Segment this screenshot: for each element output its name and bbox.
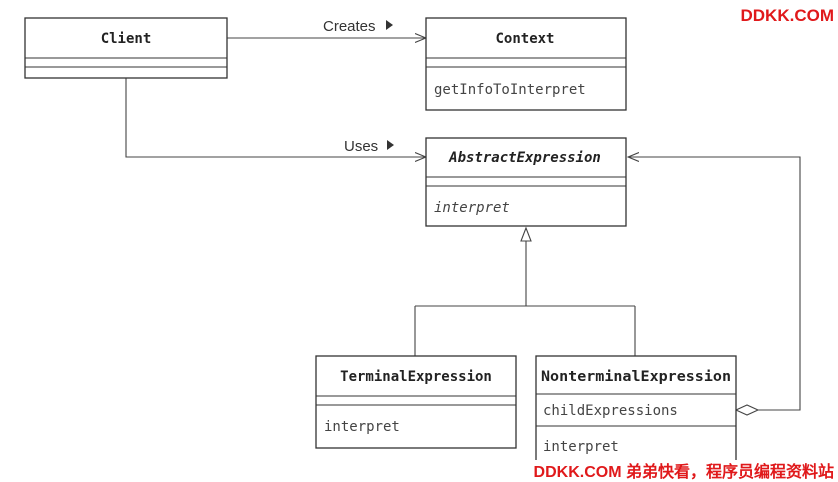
nonterminal-expression-attribute: childExpressions (543, 403, 678, 419)
nonterminal-expression-operation: interpret (543, 439, 619, 455)
uses-label: Uses (344, 138, 378, 155)
generalization-arrowhead (520, 226, 532, 242)
aggregation-line (628, 157, 801, 411)
class-nonterminal-expression[interactable]: NonterminalExpression childExpressions i… (535, 355, 737, 463)
context-class-name: Context (495, 31, 554, 47)
client-class-name: Client (101, 31, 152, 47)
watermark-bottom-bg (488, 460, 838, 482)
creates-label: Creates (323, 18, 376, 35)
class-terminal-expression[interactable]: TerminalExpression interpret (315, 355, 517, 449)
aggregation-diamond (734, 404, 760, 416)
watermark-top: DDKK.COM (741, 6, 835, 25)
context-operation: getInfoToInterpret (434, 82, 586, 98)
uses-direction-icon (387, 140, 394, 150)
class-client[interactable]: Client (24, 17, 228, 79)
class-context[interactable]: Context getInfoToInterpret (425, 17, 627, 111)
abstract-expression-operation: interpret (434, 200, 510, 216)
class-abstract-expression[interactable]: AbstractExpression interpret (425, 137, 627, 227)
nonterminal-expression-class-name: NonterminalExpression (541, 369, 731, 385)
terminal-expression-class-name: TerminalExpression (340, 369, 492, 385)
creates-direction-icon (386, 20, 393, 30)
terminal-expression-operation: interpret (324, 419, 400, 435)
abstract-expression-class-name: AbstractExpression (448, 150, 601, 166)
uses-association (125, 78, 426, 157)
generalization-lines (414, 240, 636, 356)
watermark-bottom: DDKK.COM 弟弟快看，程序员编程资料站 (534, 462, 834, 481)
